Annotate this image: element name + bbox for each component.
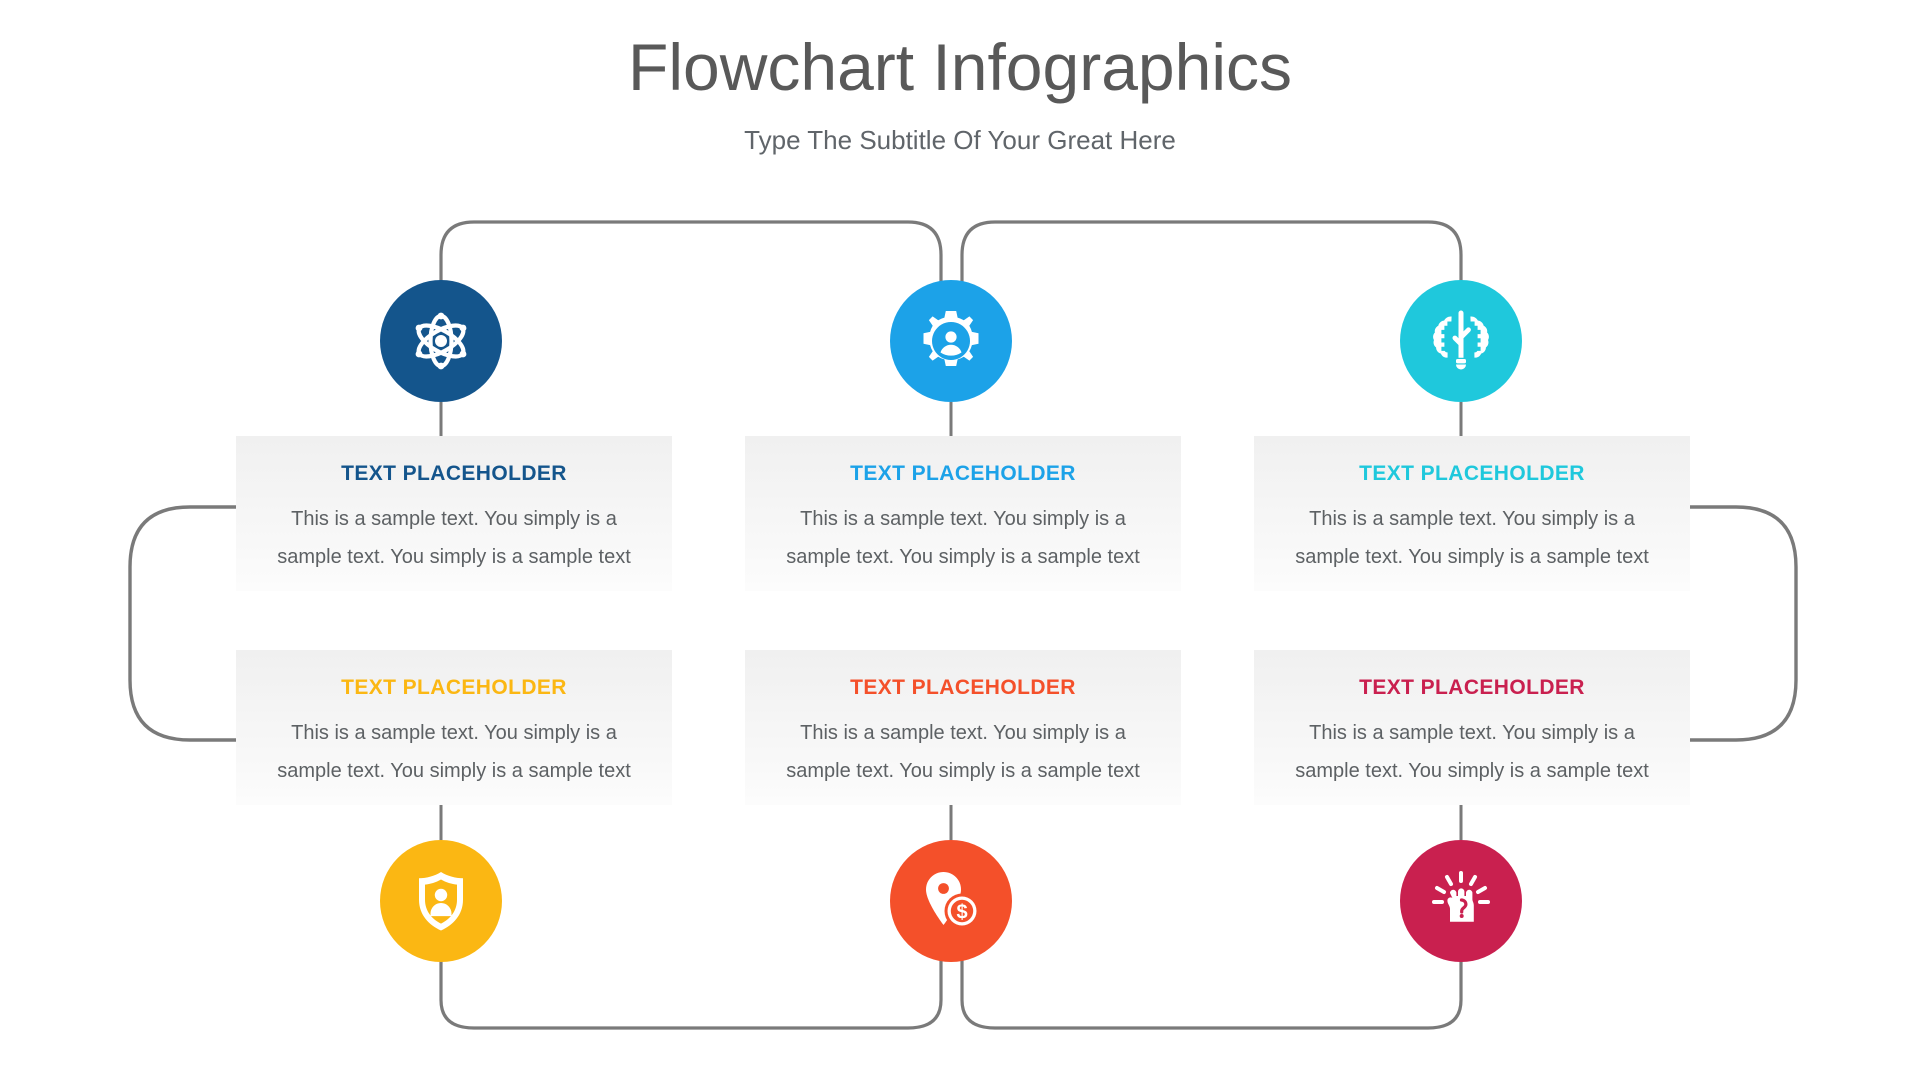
connector-bottom-left (439, 958, 943, 1030)
connector-bottom-right (960, 958, 1463, 1030)
page-title: Flowchart Infographics (628, 30, 1292, 104)
atom-icon (415, 312, 467, 370)
card-body-4: This is a sample text. You simply is a s… (277, 722, 631, 782)
node-circle-5[interactable]: $ (890, 840, 1012, 962)
page-subtitle: Type The Subtitle Of Your Great Here (744, 125, 1176, 155)
card-title-1: TEXT PLACEHOLDER (341, 462, 567, 485)
card-title-4: TEXT PLACEHOLDER (341, 676, 567, 699)
card-title-5: TEXT PLACEHOLDER (850, 676, 1076, 699)
card-node-1[interactable]: TEXT PLACEHOLDER This is a sample text. … (236, 436, 672, 591)
connector-left-side (128, 505, 238, 742)
connector-right-side (1688, 505, 1798, 742)
card-node-5[interactable]: TEXT PLACEHOLDER This is a sample text. … (745, 650, 1181, 805)
card-body-1: This is a sample text. You simply is a s… (277, 508, 631, 568)
card-node-3[interactable]: TEXT PLACEHOLDER This is a sample text. … (1254, 436, 1690, 591)
svg-text:$: $ (956, 902, 967, 924)
gear-user-icon (923, 311, 979, 366)
card-body-3: This is a sample text. You simply is a s… (1295, 508, 1649, 568)
connector-top-left (439, 220, 943, 340)
card-title-6: TEXT PLACEHOLDER (1359, 676, 1585, 699)
card-node-2[interactable]: TEXT PLACEHOLDER This is a sample text. … (745, 436, 1181, 591)
shield-user-icon (419, 872, 463, 931)
node-circle-1[interactable] (380, 280, 502, 402)
node-circle-4[interactable] (380, 840, 502, 962)
node-circle-3[interactable] (1400, 280, 1522, 402)
card-title-3: TEXT PLACEHOLDER (1359, 462, 1585, 485)
brain-bulb-icon (1433, 310, 1489, 370)
location-pin-dollar-icon: $ (926, 872, 980, 929)
node-circle-2[interactable] (890, 280, 1012, 402)
connector-top-right (960, 220, 1463, 340)
card-body-5: This is a sample text. You simply is a s… (786, 722, 1140, 782)
card-node-4[interactable]: TEXT PLACEHOLDER This is a sample text. … (236, 650, 672, 805)
card-body-2: This is a sample text. You simply is a s… (786, 508, 1140, 568)
card-body-6: This is a sample text. You simply is a s… (1295, 722, 1649, 782)
card-title-2: TEXT PLACEHOLDER (850, 462, 1076, 485)
card-node-6[interactable]: TEXT PLACEHOLDER This is a sample text. … (1254, 650, 1690, 805)
node-circle-6[interactable] (1400, 840, 1522, 962)
slide-header: Flowchart Infographics Type The Subtitle… (0, 28, 1920, 156)
hand-idea-icon (1432, 871, 1490, 922)
